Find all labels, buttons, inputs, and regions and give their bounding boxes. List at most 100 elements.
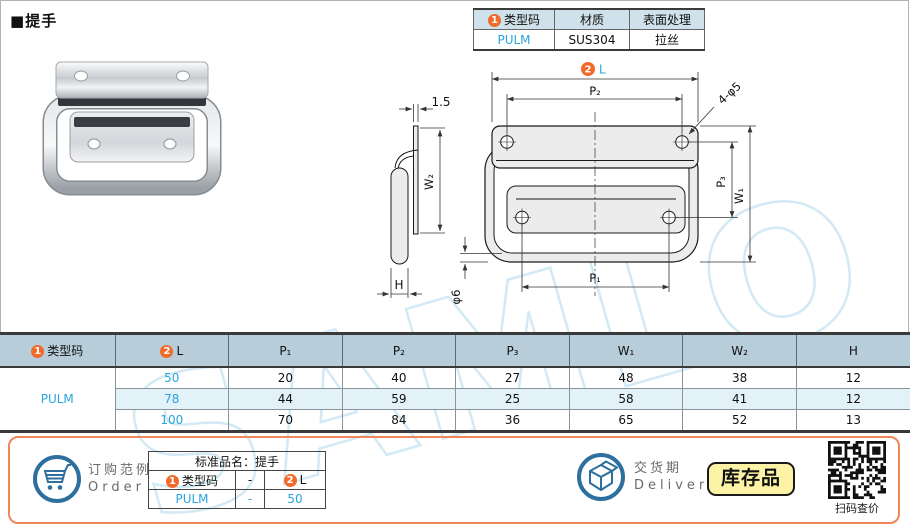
order-table-title-row: 标准品名：提手 <box>148 451 326 471</box>
order-example-label-cn: 订购范例 <box>88 463 153 478</box>
cell-p2: 40 <box>341 366 457 389</box>
delivery-label: 交货期 Delivery <box>634 460 720 494</box>
page-title: ■提手 <box>10 10 57 31</box>
spec-value-type-code: PULM <box>473 29 555 51</box>
side-view <box>390 125 419 265</box>
cell-h: 13 <box>795 409 910 432</box>
circle-2-number: 2 <box>585 65 592 76</box>
order-example-label: 订购范例 Order <box>88 462 152 496</box>
cell-h: 12 <box>795 366 910 389</box>
qr-code-label: 扫码查价 <box>835 502 879 515</box>
spec-header-finish: 表面处理 <box>629 8 705 30</box>
dim-h: H <box>394 278 403 292</box>
cell-p1: 70 <box>228 409 343 432</box>
cell-w1: 58 <box>568 388 684 410</box>
technical-drawing: 1.5 W₂ H <box>377 62 756 304</box>
cell-p1: 20 <box>228 366 343 389</box>
col-header-l-label: L <box>176 343 184 358</box>
dim-p3: P₃ <box>714 176 728 188</box>
dim-thickness: 1.5 <box>431 95 450 109</box>
cell-w2: 41 <box>682 388 797 410</box>
drawing-panel <box>0 0 909 332</box>
order-example-label-en: Order <box>88 480 145 495</box>
circle-1-icon: 1 <box>165 474 179 488</box>
order-table-title: 标准品名：提手 <box>148 451 326 471</box>
col-header-type-code-label: 类型码 <box>47 344 84 358</box>
title-square-icon: ■ <box>10 12 26 30</box>
cell-p3: 27 <box>455 366 570 389</box>
cell-h: 12 <box>795 388 910 410</box>
product-photo <box>42 61 222 196</box>
order-value-type-code: PULM <box>148 489 236 509</box>
dim-w1: W₁ <box>732 188 746 204</box>
cell-l: 50 <box>114 366 230 389</box>
delivery-box-icon <box>577 453 625 501</box>
cell-l: 100 <box>115 409 230 432</box>
circle-2-icon <box>581 62 595 76</box>
delivery-label-cn: 交货期 <box>634 461 683 476</box>
photo-grip-hole-left <box>87 138 101 150</box>
col-header-h: H <box>795 332 910 368</box>
front-view <box>484 125 699 263</box>
dim-p1: P₁ <box>589 271 601 285</box>
cell-p2: 59 <box>341 388 457 410</box>
order-header-dash: - <box>235 470 265 490</box>
cell-l: 78 <box>115 388 230 410</box>
circle-1-icon: 1 <box>31 345 45 358</box>
cell-p1: 44 <box>228 388 343 410</box>
spec-header-type-code-label: 类型码 <box>503 13 540 27</box>
dim-p2: P₂ <box>589 84 601 98</box>
side-view-dimensions <box>377 104 445 298</box>
photo-grip-slot <box>74 117 190 127</box>
cell-p3: 25 <box>455 388 570 410</box>
dim-holes: 4-φ5 <box>715 79 744 107</box>
circle-2-icon: 2 <box>283 474 297 487</box>
cell-w1: 48 <box>568 366 684 389</box>
cell-w2: 38 <box>682 366 797 389</box>
title-text: 提手 <box>25 12 58 30</box>
order-header-l-label: L <box>299 473 307 487</box>
col-header-w2: W₂ <box>682 332 797 368</box>
spec-value-finish: 拉丝 <box>629 29 705 51</box>
circle-2-icon: 2 <box>160 344 174 358</box>
order-table-value-row: PULM - 50 <box>148 489 326 509</box>
type-code-cell: PULM <box>0 366 116 432</box>
dim-w2: W₂ <box>422 174 436 190</box>
order-header-type-code-label: 类型码 <box>181 473 218 488</box>
dim-l: L <box>599 63 606 77</box>
cell-p3: 36 <box>455 409 570 432</box>
delivery-label-en: Delivery <box>634 478 720 493</box>
cart-icon <box>33 455 81 503</box>
stock-item-badge: 库存品 <box>707 462 795 496</box>
spec-value-row: PULM SUS304 拉丝 <box>473 29 705 51</box>
table-row: 78 44 59 25 58 41 12 <box>0 388 910 410</box>
col-header-p3: P₃ <box>455 332 570 368</box>
col-header-w1: W₁ <box>568 332 684 368</box>
cell-w1: 65 <box>568 409 684 432</box>
order-value-l: 50 <box>264 489 326 509</box>
order-value-dash: - <box>235 489 265 509</box>
photo-top-plate <box>55 61 209 99</box>
col-header-p1: P₁ <box>228 332 343 368</box>
spec-value-material: SUS304 <box>554 29 630 51</box>
front-view-dimensions <box>460 72 756 296</box>
col-header-p2: P₂ <box>341 332 457 368</box>
table-row: PULM 50 20 40 27 48 38 12 <box>0 366 910 432</box>
photo-grip-hole-right <box>163 138 177 150</box>
qr-code <box>828 441 886 499</box>
photo-plate-hole-left <box>74 70 88 82</box>
cell-p2: 84 <box>341 409 457 432</box>
